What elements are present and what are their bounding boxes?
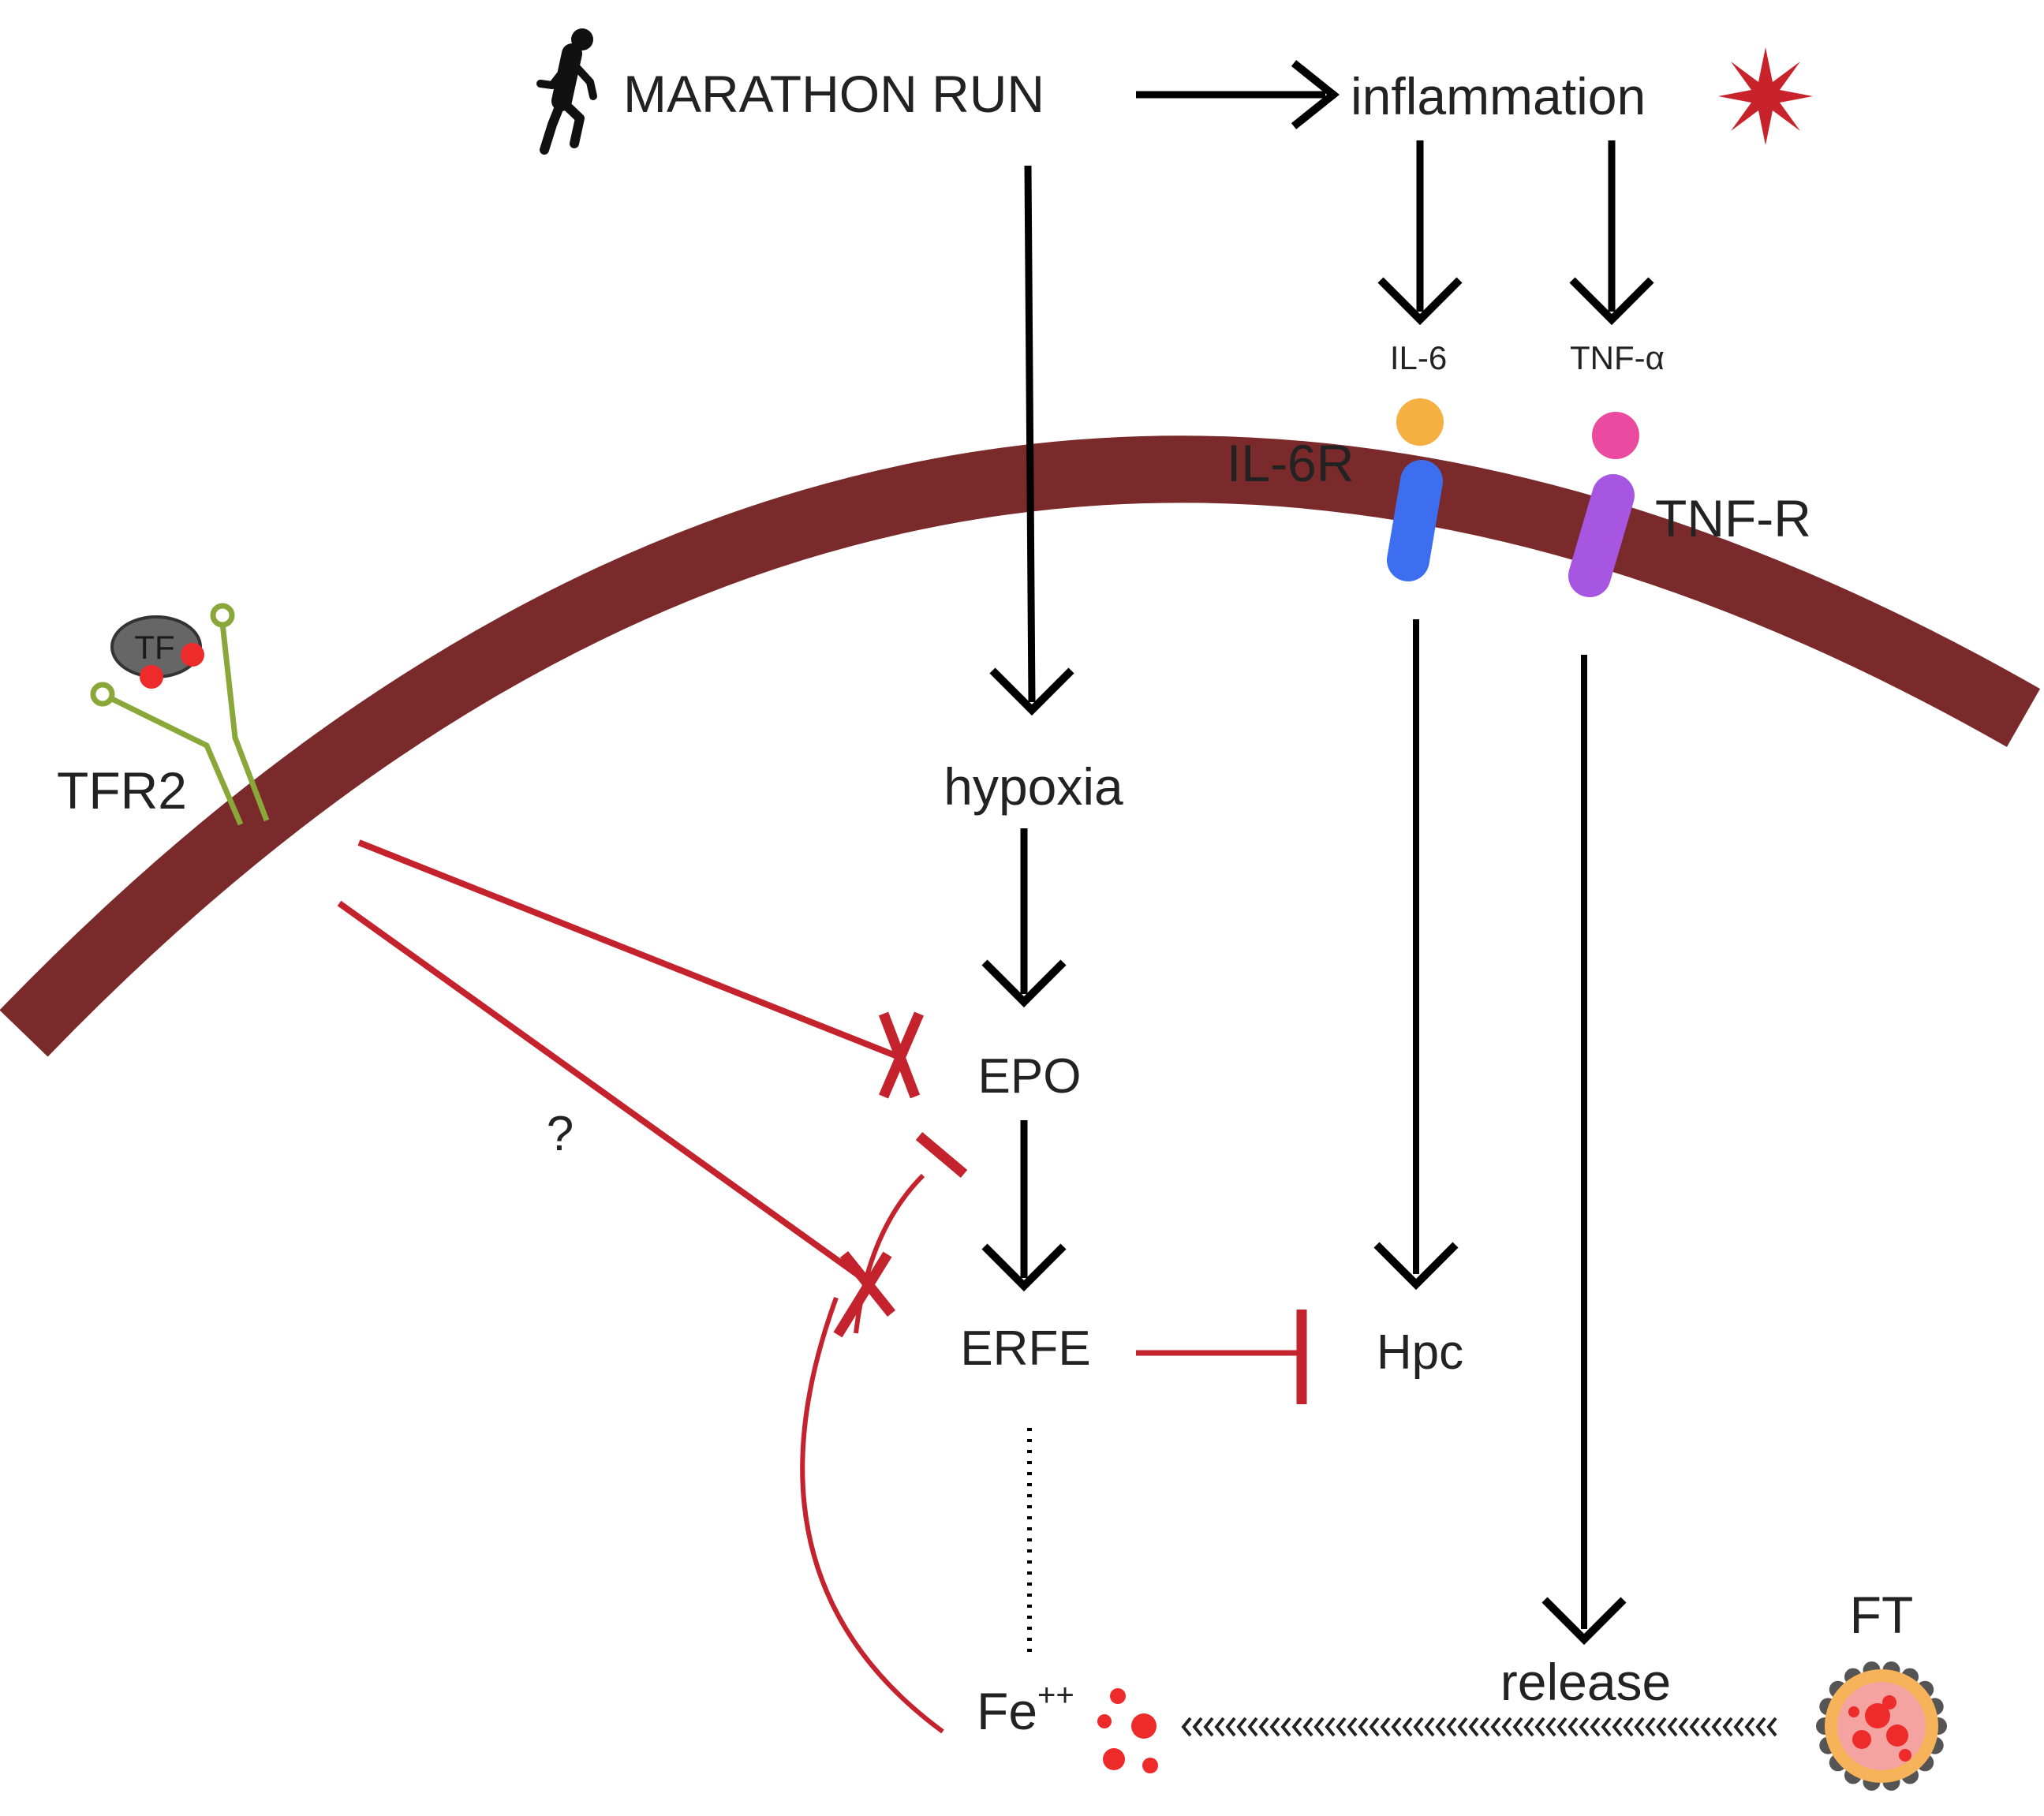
question-mark-label: ? <box>547 1107 574 1161</box>
epo-label: EPO <box>978 1049 1082 1104</box>
tfr2-receptor <box>90 603 270 826</box>
inflammation-label: inflammation <box>1351 67 1646 125</box>
release-chevron <box>1369 1717 1380 1737</box>
release-chevron <box>1347 1717 1358 1737</box>
runner-icon <box>536 28 597 155</box>
release-chevron <box>1490 1717 1501 1737</box>
release-chevron <box>1634 1717 1645 1737</box>
release-chevron <box>1733 1717 1744 1737</box>
release-chevron <box>1391 1717 1402 1737</box>
black-arrows <box>981 140 1654 1646</box>
release-chevron <box>1358 1717 1369 1737</box>
release-chevron <box>1380 1717 1391 1737</box>
inhibition-lines <box>337 839 1307 1734</box>
release-chevron <box>1755 1717 1766 1737</box>
ft-label: FT <box>1850 1586 1914 1644</box>
release-chevron <box>1435 1717 1446 1737</box>
fe-superscript: ++ <box>1037 1678 1074 1713</box>
release-chevron <box>1512 1717 1523 1737</box>
release-chevron <box>1501 1717 1512 1737</box>
il6-ligand <box>1396 398 1444 446</box>
il6-label: IL-6 <box>1390 339 1447 376</box>
release-chevron <box>1280 1717 1291 1737</box>
release-chevron <box>1568 1717 1579 1737</box>
release-label: release <box>1500 1653 1671 1711</box>
erfe-label: ERFE <box>960 1321 1090 1376</box>
release-chevron <box>1722 1717 1733 1737</box>
release-chevron <box>1479 1717 1490 1737</box>
marathon-run-label: MARATHON RUN <box>623 65 1044 123</box>
release-chevron <box>1744 1717 1755 1737</box>
hpc-label: Hpc <box>1377 1325 1463 1380</box>
il6r-receptor <box>1387 460 1443 581</box>
inhibition-bars <box>833 1011 968 1338</box>
release-chevron <box>1645 1717 1656 1737</box>
release-chevron <box>1302 1717 1313 1737</box>
release-chevron <box>1700 1717 1711 1737</box>
release-chevron <box>1545 1717 1556 1737</box>
release-chevron <box>1181 1717 1192 1737</box>
iron-bound-1 <box>140 665 163 689</box>
fe-label: Fe++ <box>977 1678 1074 1740</box>
release-chevron <box>1236 1717 1247 1737</box>
iron-bound-2 <box>181 643 204 667</box>
tnfr-receptor <box>1568 474 1635 597</box>
release-chevron <box>1313 1717 1325 1737</box>
release-chevrons <box>1181 1717 1777 1737</box>
release-chevron <box>1556 1717 1568 1737</box>
il6r-label: IL-6R <box>1227 434 1354 492</box>
release-chevron <box>1336 1717 1347 1737</box>
release-chevron <box>1291 1717 1302 1737</box>
release-chevron <box>1766 1717 1777 1737</box>
release-chevron <box>1446 1717 1457 1737</box>
tnf-alpha-label: TNF-α <box>1570 339 1665 376</box>
inflammation-star-icon <box>1718 47 1813 145</box>
release-chevron <box>1689 1717 1700 1737</box>
hypoxia-label: hypoxia <box>944 757 1123 816</box>
fe-base: Fe <box>977 1682 1037 1740</box>
tnf-alpha-ligand <box>1592 412 1639 459</box>
cell-membrane <box>0 435 2041 1057</box>
release-chevron <box>1534 1717 1545 1737</box>
release-chevron <box>1258 1717 1269 1737</box>
release-chevron <box>1413 1717 1424 1737</box>
release-chevron <box>1457 1717 1468 1737</box>
tfr2-label: TFR2 <box>57 761 187 820</box>
release-chevron <box>1601 1717 1612 1737</box>
release-chevron <box>1402 1717 1413 1737</box>
release-chevron <box>1590 1717 1601 1737</box>
release-chevron <box>1424 1717 1435 1737</box>
release-chevron <box>1203 1717 1214 1737</box>
release-chevron <box>1192 1717 1203 1737</box>
release-chevron <box>1623 1717 1634 1737</box>
release-chevron <box>1247 1717 1258 1737</box>
release-chevron <box>1656 1717 1667 1737</box>
arrowhead-inflammation <box>1291 60 1340 129</box>
release-chevron <box>1468 1717 1479 1737</box>
release-chevron <box>1711 1717 1722 1737</box>
release-chevron <box>1214 1717 1225 1737</box>
release-chevron <box>1225 1717 1236 1737</box>
release-chevron <box>1325 1717 1336 1737</box>
tnfr-label: TNF-R <box>1655 489 1811 547</box>
release-chevron <box>1678 1717 1689 1737</box>
release-chevron <box>1523 1717 1534 1737</box>
release-chevron <box>1269 1717 1280 1737</box>
release-chevron <box>1579 1717 1590 1737</box>
free-iron-icon <box>1097 1688 1158 1773</box>
tf-label: TF <box>134 629 174 666</box>
release-chevron <box>1612 1717 1623 1737</box>
ferritin-icon <box>1816 1661 1947 1791</box>
release-chevron <box>1667 1717 1678 1737</box>
